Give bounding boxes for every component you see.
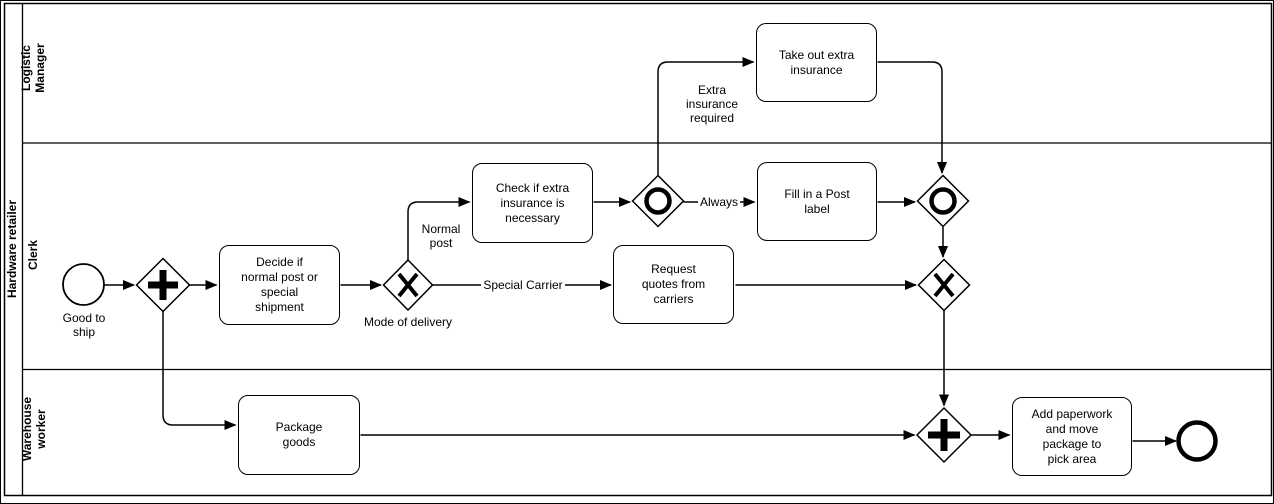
task-decide-shipment: Decide if normal post or special shipmen… bbox=[219, 245, 340, 325]
plus-icon bbox=[928, 419, 960, 451]
lane-label-logistic-manager: Logistic Manager bbox=[19, 43, 47, 93]
parallel-gateway-split bbox=[135, 257, 191, 313]
pool-border bbox=[3, 2, 1273, 497]
parallel-gateway-merge bbox=[915, 406, 973, 464]
flow-normal-post bbox=[407, 197, 471, 260]
flow-label-always: Always bbox=[698, 195, 740, 209]
lane-label-clerk: Clerk bbox=[26, 239, 40, 271]
x-icon bbox=[933, 272, 955, 298]
gateway-diamond bbox=[916, 174, 970, 228]
task-check-insurance: Check if extra insurance is necessary bbox=[472, 163, 593, 243]
task-request-quotes: Request quotes from carriers bbox=[613, 245, 734, 324]
circle-icon bbox=[929, 187, 957, 215]
inclusive-gateway-merge bbox=[916, 174, 970, 228]
x-icon bbox=[397, 272, 419, 298]
task-add-paperwork: Add paperwork and move package to pick a… bbox=[1012, 397, 1132, 476]
end-event bbox=[1176, 420, 1218, 462]
flow-extra-insurance-required bbox=[657, 57, 755, 175]
inclusive-gateway-split bbox=[631, 174, 685, 228]
plus-icon bbox=[148, 270, 178, 300]
circle-icon bbox=[644, 187, 672, 215]
task-take-out-insurance: Take out extra insurance bbox=[756, 23, 877, 102]
gateway-diamond bbox=[631, 174, 685, 228]
mode-of-delivery-label: Mode of delivery bbox=[363, 315, 453, 329]
exclusive-gateway-merge bbox=[917, 258, 971, 312]
exclusive-gateway-split bbox=[382, 258, 434, 312]
lane-label-warehouse-worker: Warehouse worker bbox=[20, 396, 48, 462]
start-event bbox=[62, 263, 105, 306]
flow-label-special-carrier: Special Carrier bbox=[481, 278, 565, 292]
task-fill-post-label: Fill in a Post label bbox=[757, 162, 877, 241]
start-event-label: Good to ship bbox=[62, 311, 106, 339]
flow-takeout-to-or-merge bbox=[877, 61, 947, 174]
task-package-goods: Package goods bbox=[238, 395, 360, 475]
flow-label-normal-post: Normal post bbox=[421, 222, 461, 250]
flow-parallel-split-to-package bbox=[162, 311, 237, 430]
pool-label: Hardware retailer bbox=[5, 199, 19, 299]
flow-label-extra-insurance-required: Extra insurance required bbox=[685, 83, 739, 125]
